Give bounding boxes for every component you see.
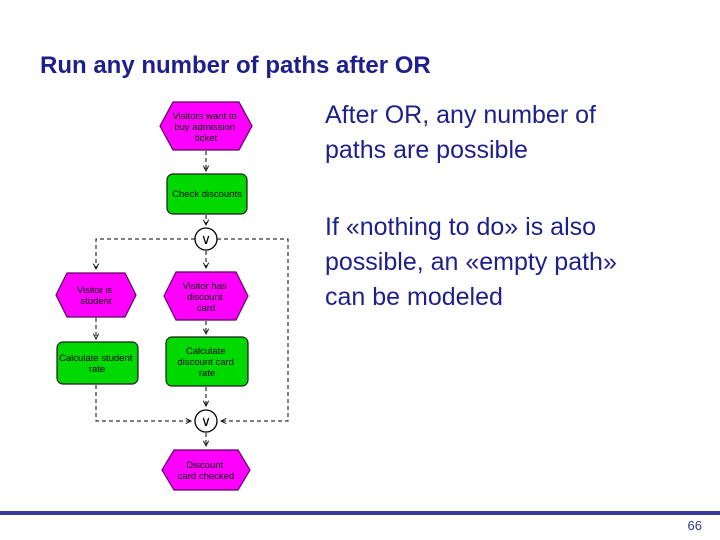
event-discount-card-checked (161, 449, 251, 491)
function-calculate-discount-card-rate (165, 336, 249, 387)
event-visitors-want-ticket-label: Visitors want to buy admission ticket (173, 111, 240, 144)
note-after-or: After OR, any number of paths are possib… (325, 98, 596, 168)
page-number: 66 (687, 518, 702, 533)
or-connector-join (194, 409, 218, 433)
function-calculate-student-rate (56, 341, 139, 385)
or-split-symbol: ∨ (201, 232, 211, 248)
event-visitor-is-student-label: Visitor is student (77, 285, 115, 307)
footer-rule (0, 511, 720, 515)
event-visitors-want-ticket (159, 101, 253, 151)
note-line: can be modeled (325, 283, 503, 311)
or-connector-split (194, 227, 218, 251)
or-join-symbol: ∨ (201, 414, 211, 430)
function-calculate-student-rate-label: Calculate student rate (59, 353, 135, 375)
function-check-discounts-label: Check discounts (172, 189, 242, 200)
flow-student-rate-to-or-join (95, 385, 191, 421)
function-calculate-discount-card-rate-label: Calculate discount card rate (177, 346, 236, 379)
event-visitor-has-card (163, 271, 249, 321)
epc-diagram: Visitors want to buy admission ticket Ch… (55, 101, 289, 491)
note-empty-path: If «nothing to do» is also possible, an … (325, 210, 617, 315)
flow-or-split-to-visitor-is-student (96, 238, 195, 269)
function-check-discounts (166, 173, 248, 215)
event-visitor-is-student (55, 272, 137, 318)
note-line: paths are possible (325, 136, 528, 164)
note-line: possible, an «empty path» (325, 248, 617, 276)
slide-title: Run any number of paths after OR (40, 52, 431, 79)
note-line: After OR, any number of (325, 101, 596, 129)
event-discount-card-checked-label: Discount card checked (178, 460, 235, 482)
note-line: If «nothing to do» is also (325, 213, 597, 241)
event-visitor-has-card-label: Visitor has discount card (183, 281, 230, 314)
flow-empty-path (217, 238, 289, 421)
